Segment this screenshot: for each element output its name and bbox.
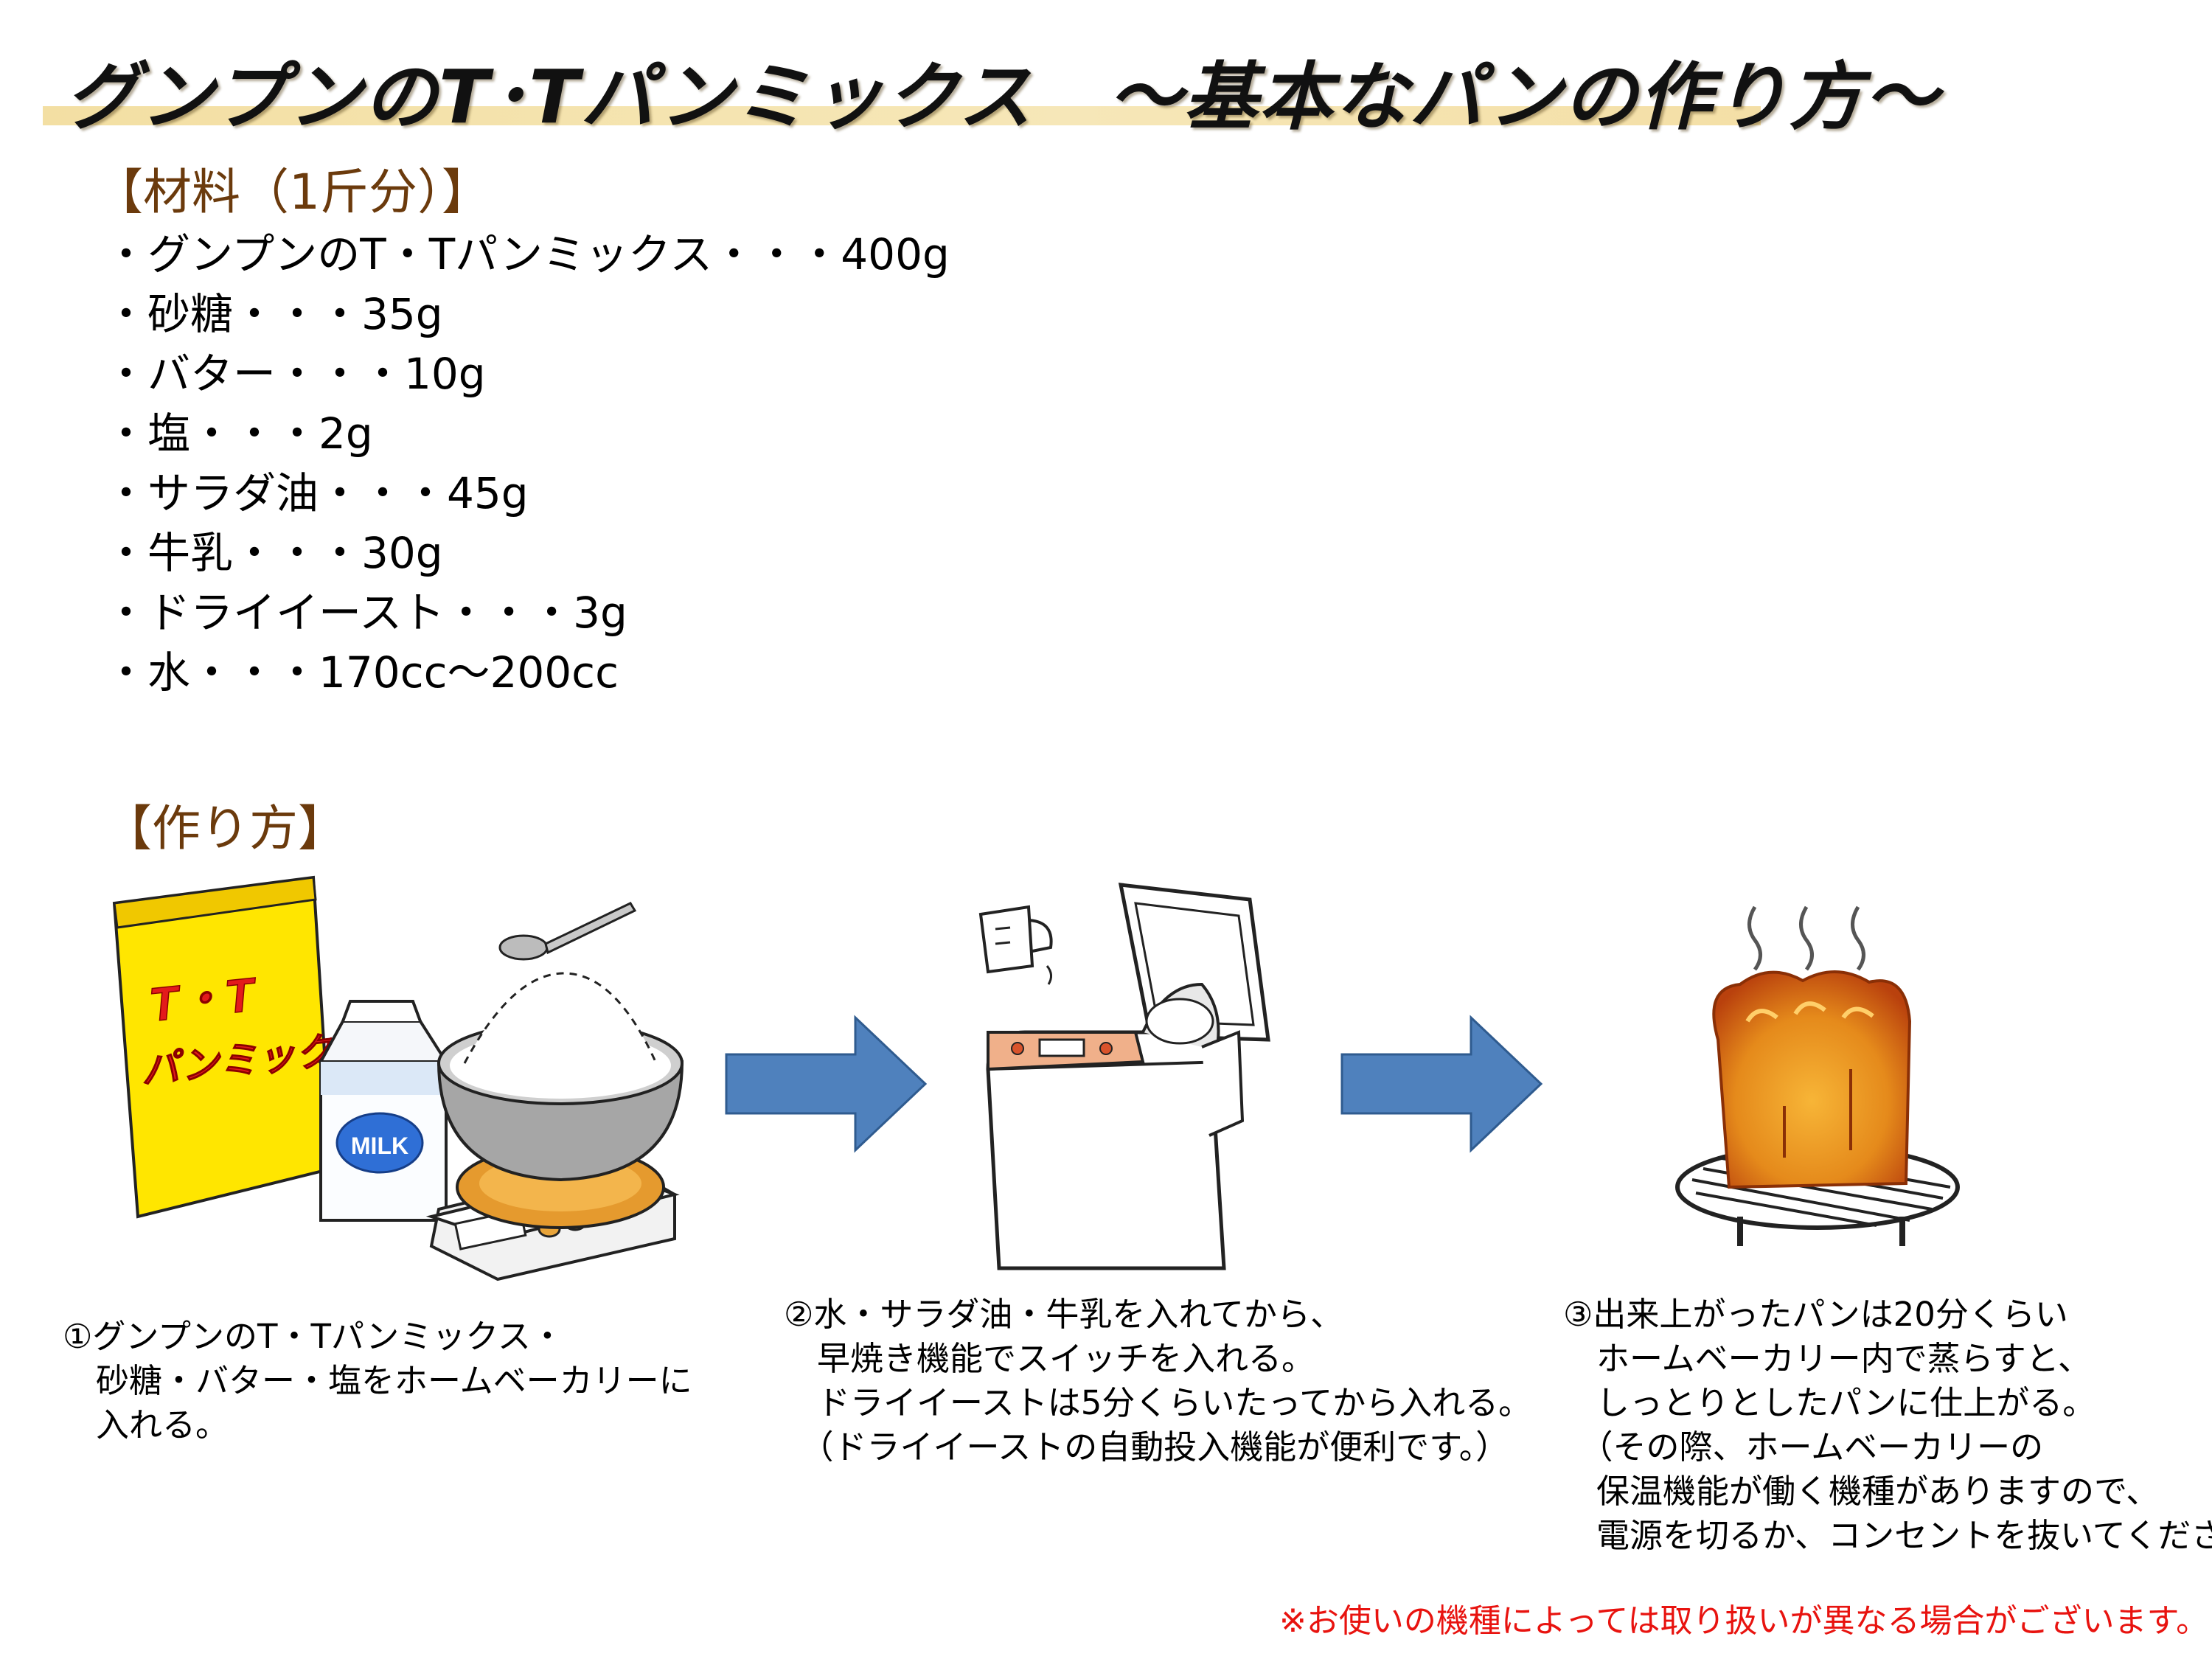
method-heading: 【作り方】 <box>103 800 347 857</box>
ingredient-item: ・サラダ油・・・45g <box>105 468 529 518</box>
ingredients-list: ・グンプンのT・Tパンミックス・・・400g ・砂糖・・・35g ・バター・・・… <box>105 225 950 703</box>
step-3-line: 電源を切るか、コンセントを抜いてください） <box>1596 1516 2212 1555</box>
step-2-line: ②水・サラダ油・牛乳を入れてから、 <box>784 1295 1343 1334</box>
step-1-line: ①グンプンのT・Tパンミックス・ <box>63 1317 564 1356</box>
bread-machine-body <box>986 982 1245 1270</box>
ingredient-item: ・牛乳・・・30g <box>105 528 443 578</box>
page-title: グンプンのT･Tパンミックス ～基本なパンの作り方～ <box>65 54 1940 140</box>
ingredient-item: ・バター・・・10g <box>105 349 486 399</box>
carton-label: MILK <box>351 1133 408 1159</box>
bread-machine-lid <box>1118 883 1270 1042</box>
step-2-description: ②水・サラダ油・牛乳を入れてから、 早焼き機能でスイッチを入れる。 ドライイース… <box>784 1293 1531 1470</box>
step-3-description: ③出来上がったパンは20分くらい ホームベーカリー内で蒸らすと、 しっとりとした… <box>1563 1293 2212 1558</box>
step-1-line: 入れる。 <box>63 1405 229 1444</box>
ingredient-item: ・砂糖・・・35g <box>105 289 443 339</box>
ingredient-item: ・水・・・170cc～200cc <box>105 647 619 698</box>
step-3-line: （その際、ホームベーカリーの <box>1563 1427 2044 1467</box>
step-3-line: 保温機能が働く機種がありますので、 <box>1563 1472 2160 1511</box>
milk-carton: MILK <box>318 1000 449 1222</box>
step-arrow-2 <box>1340 1015 1543 1153</box>
ingredient-item: ・塩・・・2g <box>105 408 373 459</box>
steam-lines <box>1747 905 1865 971</box>
step-2-line: （ドライイーストの自動投入機能が便利です。） <box>784 1427 1509 1467</box>
home-bakery-illustration <box>978 883 1270 1270</box>
baked-bread-illustration <box>1675 905 1960 1246</box>
step-3-line: ホームベーカリー内で蒸らすと、 <box>1563 1339 2091 1378</box>
step-2-line: 早焼き機能でスイッチを入れる。 <box>784 1339 1315 1378</box>
ingredients-illustration: T・T パンミックス MILK <box>112 875 684 1281</box>
ingredient-item: ・グンプンのT・Tパンミックス・・・400g <box>105 229 950 279</box>
step-1-line: 砂糖・バター・塩をホームベーカリーに <box>63 1361 692 1400</box>
measuring-spoon <box>498 902 637 961</box>
step-3-line: しっとりとしたパンに仕上がる。 <box>1563 1383 2096 1422</box>
ingredient-item: ・ドライイースト・・・3g <box>105 588 627 638</box>
bag-label-line1: T・T <box>147 967 260 1032</box>
step-3-line: ③出来上がったパンは20分くらい <box>1563 1295 2068 1334</box>
step-arrow-1 <box>725 1015 928 1153</box>
materials-heading: 【材料（1斤分）】 <box>94 164 490 220</box>
device-note: ※お使いの機種によっては取り扱いが異なる場合がございます。 <box>1279 1602 2209 1640</box>
step-2-line: ドライイーストは5分くらいたってから入れる。 <box>784 1383 1532 1422</box>
step-1-description: ①グンプンのT・Tパンミックス・ 砂糖・バター・塩をホームベーカリーに 入れる。 <box>63 1315 692 1447</box>
mixing-bowl <box>437 972 684 1182</box>
title-underline-band <box>43 106 1761 125</box>
measuring-cup <box>978 905 1053 985</box>
bread-loaf <box>1712 970 1912 1189</box>
